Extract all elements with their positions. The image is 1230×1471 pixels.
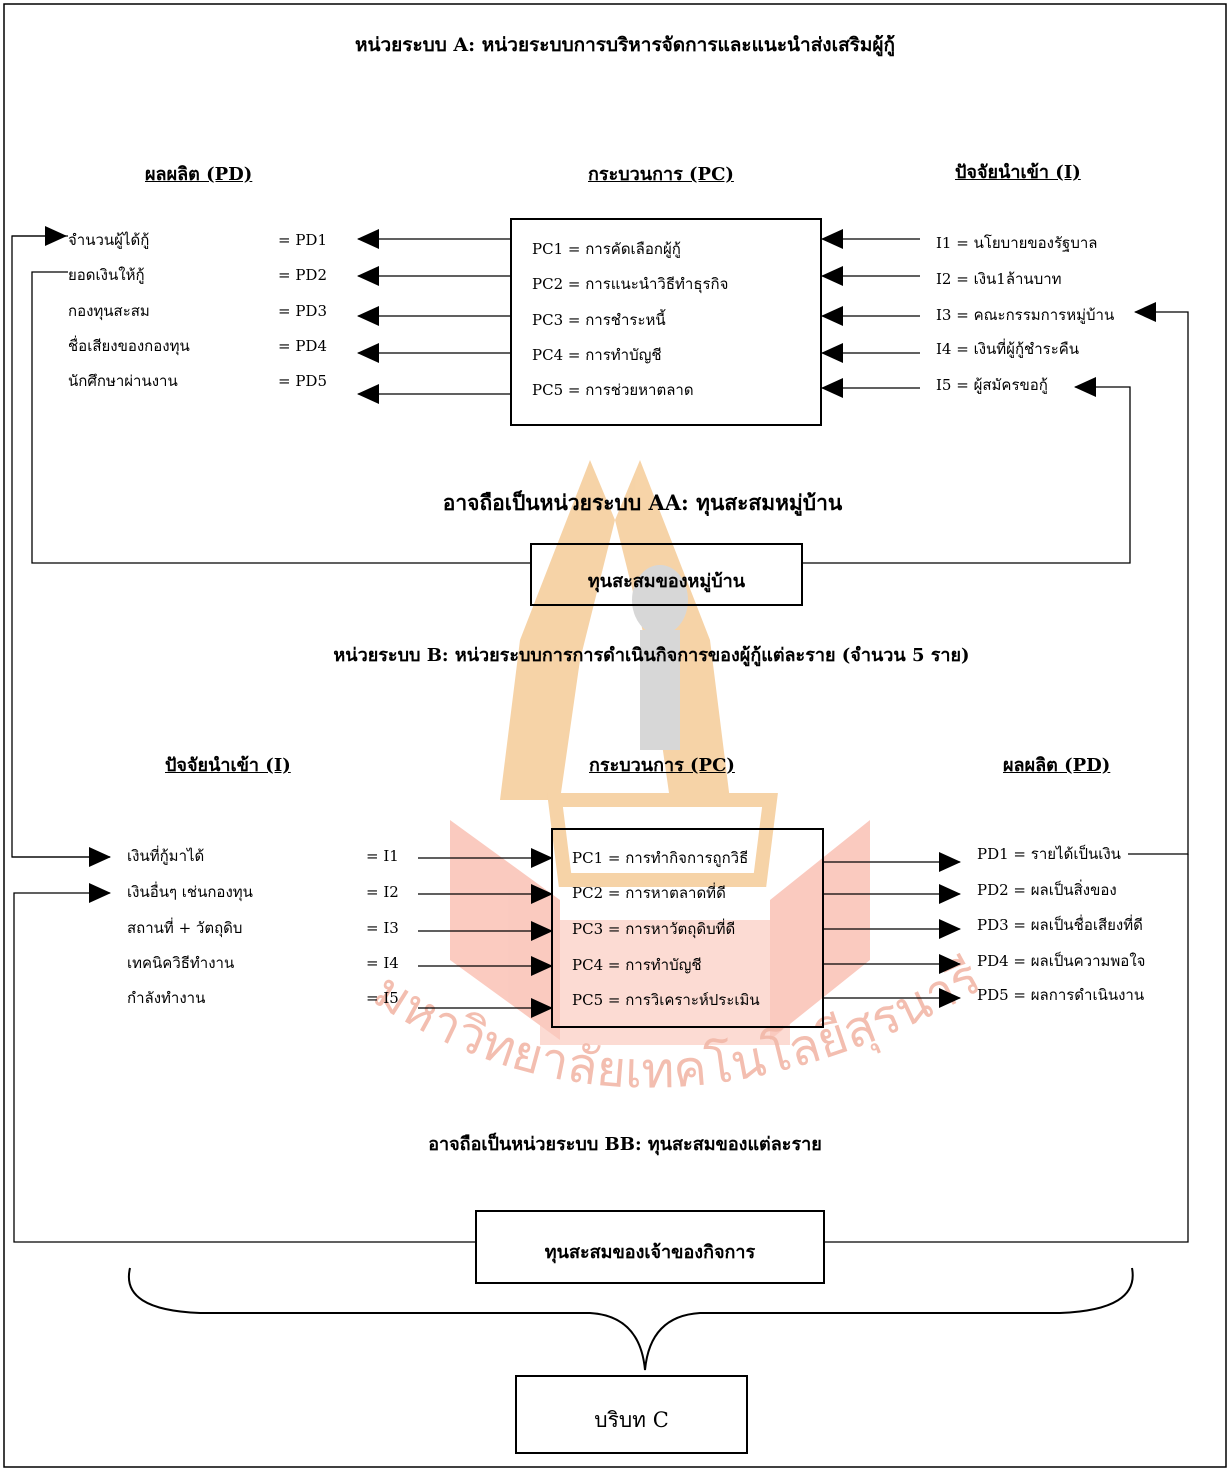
unit-a-output-label: ยอดเงินให้กู้ [68,266,145,284]
unit-b-title: หน่วยระบบ B: หน่วยระบบการการดำเนินกิจการ… [333,645,970,666]
unit-a-input-item: I3 = คณะกรรมการหมู่บ้าน [936,306,1115,324]
unit-a-input-item: I1 = นโยบายของรัฐบาล [936,234,1098,252]
unit-a-process-item: PC5 = การช่วยหาตลาด [532,381,694,399]
unit-b-input-code: = I4 [366,954,399,972]
unit-b-output-header: ผลผลิต (PD) [1003,755,1111,776]
unit-a-output-code: = PD2 [278,266,327,284]
unit-b-process-box: PC1 = การทำกิจการถูกวิธี PC2 = การหาตลาด… [551,828,824,1028]
unit-a-input-item: I4 = เงินที่ผู้กู้ชำระคืน [936,340,1080,358]
unit-b-input-label: กำลังทำงาน [127,989,206,1007]
unit-b-input-label: เงินอื่นๆ เช่นกองทุน [127,883,253,901]
unit-b-input-label: สถานที่ + วัตถุดิบ [127,919,243,937]
unit-a-process-item: PC1 = การคัดเลือกผู้กู้ [532,240,681,258]
unit-b-input-label: เทคนิควิธีทำงาน [127,954,235,972]
bb-box-label: ทุนสะสมของเจ้าของกิจการ [544,1242,756,1263]
unit-b-output-item: PD4 = ผลเป็นความพอใจ [977,952,1146,970]
unit-a-output-header: ผลผลิต (PD) [145,164,253,185]
unit-a-output-label: ชื่อเสียงของกองทุน [68,337,190,355]
unit-b-input-code: = I5 [366,989,399,1007]
context-box-label: บริบท C [594,1408,669,1432]
unit-b-input-code: = I1 [366,847,399,865]
unit-a-process-box: PC1 = การคัดเลือกผู้กู้ PC2 = การแนะนำวิ… [510,218,822,426]
unit-a-output-label: จำนวนผู้ได้กู้ [68,231,150,249]
unit-b-input-code: = I2 [366,883,399,901]
unit-b-output-item: PD3 = ผลเป็นชื่อเสียงที่ดี [977,916,1143,934]
unit-a-input-item: I2 = เงิน1ล้านบาท [936,270,1062,288]
unit-a-process-item: PC4 = การทำบัญชี [532,346,662,364]
unit-b-output-item: PD5 = ผลการดำเนินงาน [977,986,1145,1004]
unit-a-input-header: ปัจจัยนำเข้า (I) [955,162,1081,183]
unit-b-process-item: PC3 = การหาวัตถุดิบที่ดี [572,920,736,938]
aa-box-label: ทุนสะสมของหมู่บ้าน [587,571,746,592]
unit-b-input-code: = I3 [366,919,399,937]
bb-box: ทุนสะสมของเจ้าของกิจการ [475,1210,825,1284]
unit-b-input-header: ปัจจัยนำเข้า (I) [165,755,291,776]
unit-a-output-label: กองทุนสะสม [68,302,150,320]
unit-b-output-item: PD2 = ผลเป็นสิ่งของ [977,881,1117,899]
unit-a-title: หน่วยระบบ A: หน่วยระบบการบริหารจัดการและ… [354,34,896,56]
context-box: บริบท C [515,1375,748,1454]
unit-a-process-item: PC2 = การแนะนำวิธีทำธุรกิจ [532,275,729,293]
unit-a-input-item: I5 = ผู้สมัครขอกู้ [936,376,1048,394]
unit-a-output-label: นักศึกษาผ่านงาน [68,372,178,390]
unit-a-output-code: = PD5 [278,372,327,390]
unit-a-output-code: = PD1 [278,231,327,249]
unit-aa-caption: อาจถือเป็นหน่วยระบบ AA: ทุนสะสมหมู่บ้าน [442,490,843,515]
unit-b-process-item: PC2 = การหาตลาดที่ดี [572,884,726,902]
unit-bb-caption: อาจถือเป็นหน่วยระบบ BB: ทุนสะสมของแต่ละร… [428,1134,822,1155]
unit-a-output-code: = PD4 [278,337,327,355]
unit-a-output-code: = PD3 [278,302,327,320]
unit-b-input-label: เงินที่กู้มาได้ [127,847,205,865]
unit-b-process-item: PC5 = การวิเคราะห์ประเมิน [572,991,760,1009]
unit-b-output-item: PD1 = รายได้เป็นเงิน [977,845,1121,863]
unit-a-process-header: กระบวนการ (PC) [588,164,734,185]
unit-b-process-item: PC4 = การทำบัญชี [572,956,702,974]
unit-a-process-item: PC3 = การชำระหนี้ [532,311,666,329]
unit-b-process-header: กระบวนการ (PC) [589,755,735,776]
unit-b-process-item: PC1 = การทำกิจการถูกวิธี [572,849,749,867]
aa-box: ทุนสะสมของหมู่บ้าน [530,543,803,606]
